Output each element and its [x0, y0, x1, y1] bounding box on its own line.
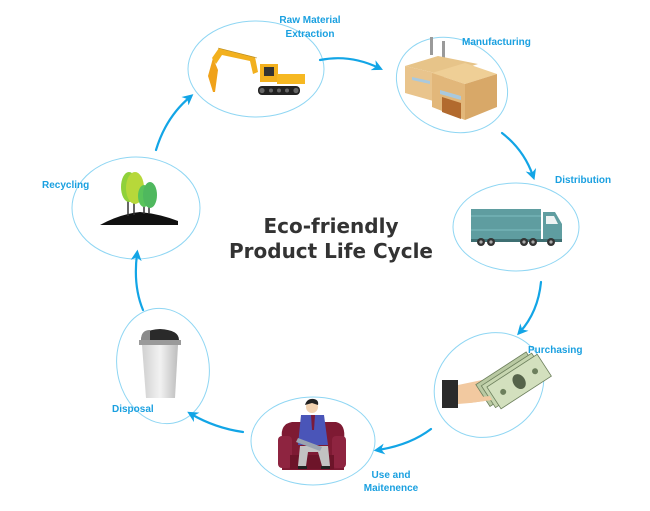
truck-icon	[471, 209, 562, 246]
trees-icon	[100, 172, 178, 225]
stage-ellipses	[71, 20, 580, 486]
label-disposal: Disposal	[112, 404, 154, 415]
diagram-title-line1: Eco-friendly	[264, 214, 399, 238]
label-use-line1: Use and	[372, 470, 411, 481]
ellipse-purchasing	[433, 332, 545, 438]
arrow-use-to-disposal	[187, 411, 245, 434]
flow-arrows	[130, 57, 543, 455]
arrow-raw-to-manufacturing	[318, 57, 383, 71]
ellipse-manufacturing	[395, 36, 509, 134]
factory-icon	[405, 37, 497, 120]
arrow-disposal-to-recycling	[130, 249, 145, 312]
person-laptop-icon	[278, 398, 346, 470]
label-purchasing: Purchasing	[528, 345, 582, 356]
label-raw-material-line2: Extraction	[286, 29, 335, 40]
diagram-title-line2: Product Life Cycle	[229, 239, 433, 263]
ellipse-disposal	[116, 307, 210, 425]
arrow-manufacturing-to-distribution	[500, 131, 537, 181]
arrow-recycling-to-raw	[154, 94, 194, 152]
ellipse-distribution	[452, 182, 580, 272]
arrow-purchasing-to-use	[373, 427, 433, 455]
label-manufacturing: Manufacturing	[462, 37, 531, 48]
ellipse-use	[250, 396, 376, 486]
arrow-distribution-to-purchasing	[517, 280, 543, 336]
ellipse-raw-material	[187, 20, 325, 118]
hand-money-icon	[442, 351, 552, 410]
label-use-line2: Maitenence	[364, 483, 419, 494]
label-distribution: Distribution	[555, 175, 611, 186]
label-recycling: Recycling	[42, 180, 89, 191]
label-raw-material-line1: Raw Material	[279, 15, 340, 26]
trash-bin-icon	[139, 329, 181, 398]
excavator-icon	[208, 47, 305, 95]
